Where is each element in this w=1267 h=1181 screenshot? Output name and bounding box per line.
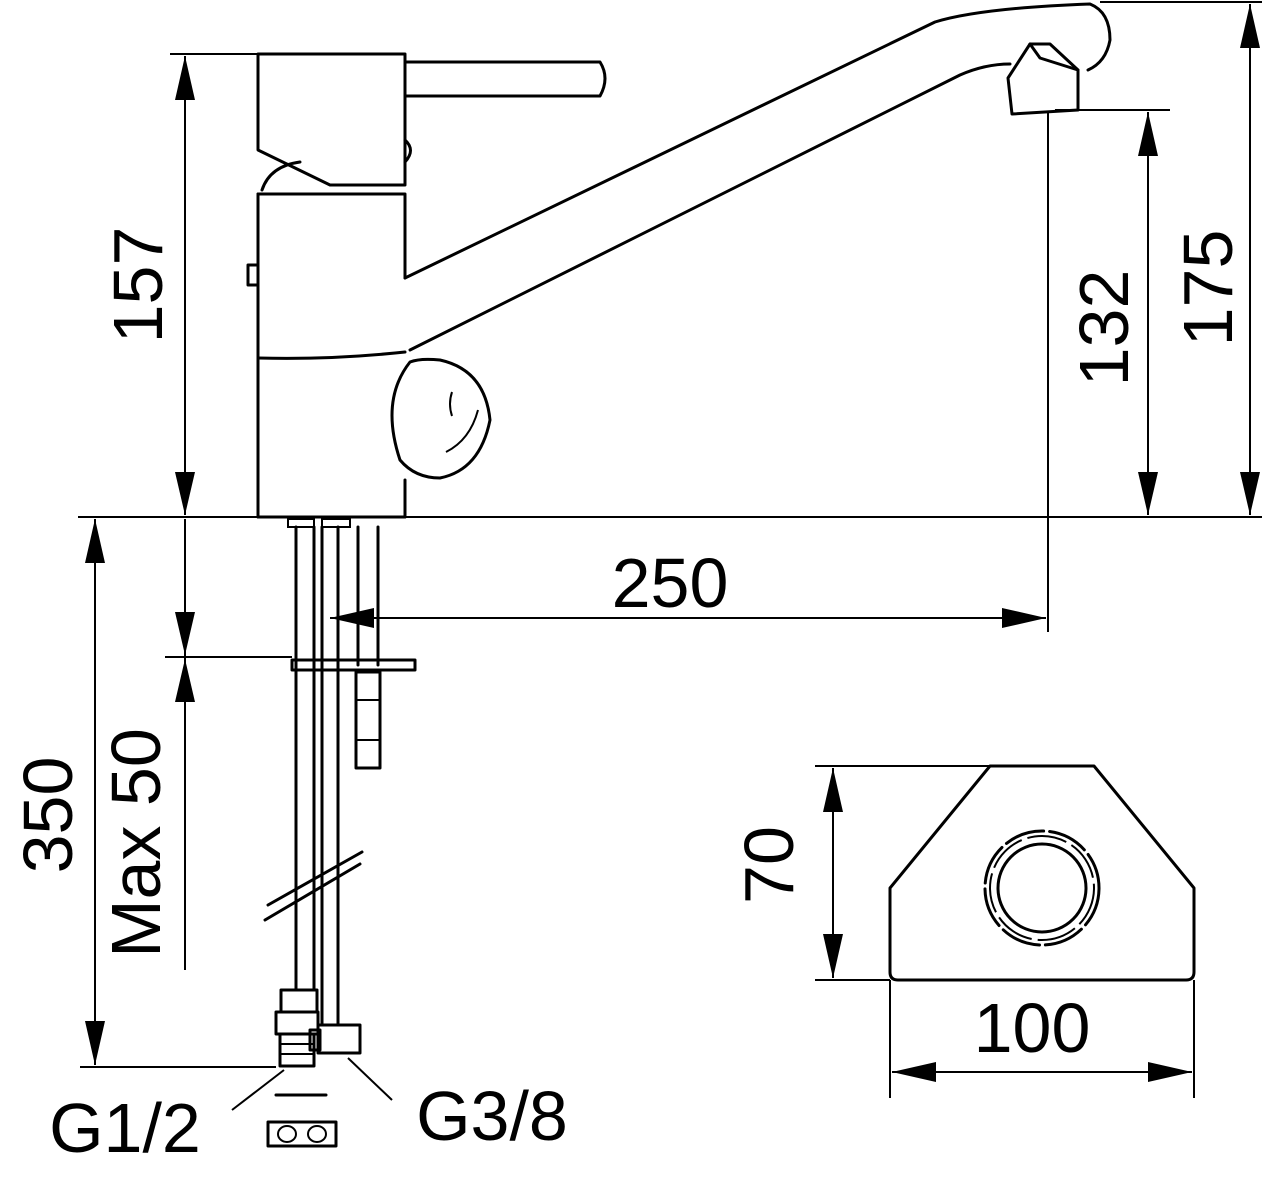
dimension-label-250: 250 (612, 544, 729, 622)
dimension-157: 157 (99, 56, 195, 515)
dimension-350: 350 (9, 519, 105, 1065)
dimension-max-50: Max 50 (97, 519, 195, 970)
faucet-body (246, 52, 607, 519)
dimension-250: 250 (330, 544, 1046, 628)
dimension-label-70: 70 (730, 826, 808, 904)
extension-lines (78, 1, 1262, 1068)
dimension-label-350: 350 (9, 757, 87, 874)
dimension-label-100: 100 (974, 989, 1091, 1067)
dimension-label-132: 132 (1065, 270, 1143, 387)
dimension-label-157: 157 (99, 227, 177, 344)
dimension-70: 70 (730, 765, 990, 981)
thread-label-g3-8: G3/8 (416, 1077, 568, 1155)
dimension-label-max-50: Max 50 (97, 728, 175, 958)
dimension-132: 132 (1065, 112, 1158, 515)
dimension-label-175: 175 (1169, 230, 1247, 347)
under-deck-hoses (231, 518, 417, 1148)
dimension-175: 175 (1169, 4, 1260, 515)
dimension-100: 100 (889, 980, 1195, 1098)
faucet-spout (403, 2, 1112, 352)
base-plate-plan-view (888, 764, 1196, 982)
thread-label-g1-2: G1/2 (49, 1089, 201, 1167)
